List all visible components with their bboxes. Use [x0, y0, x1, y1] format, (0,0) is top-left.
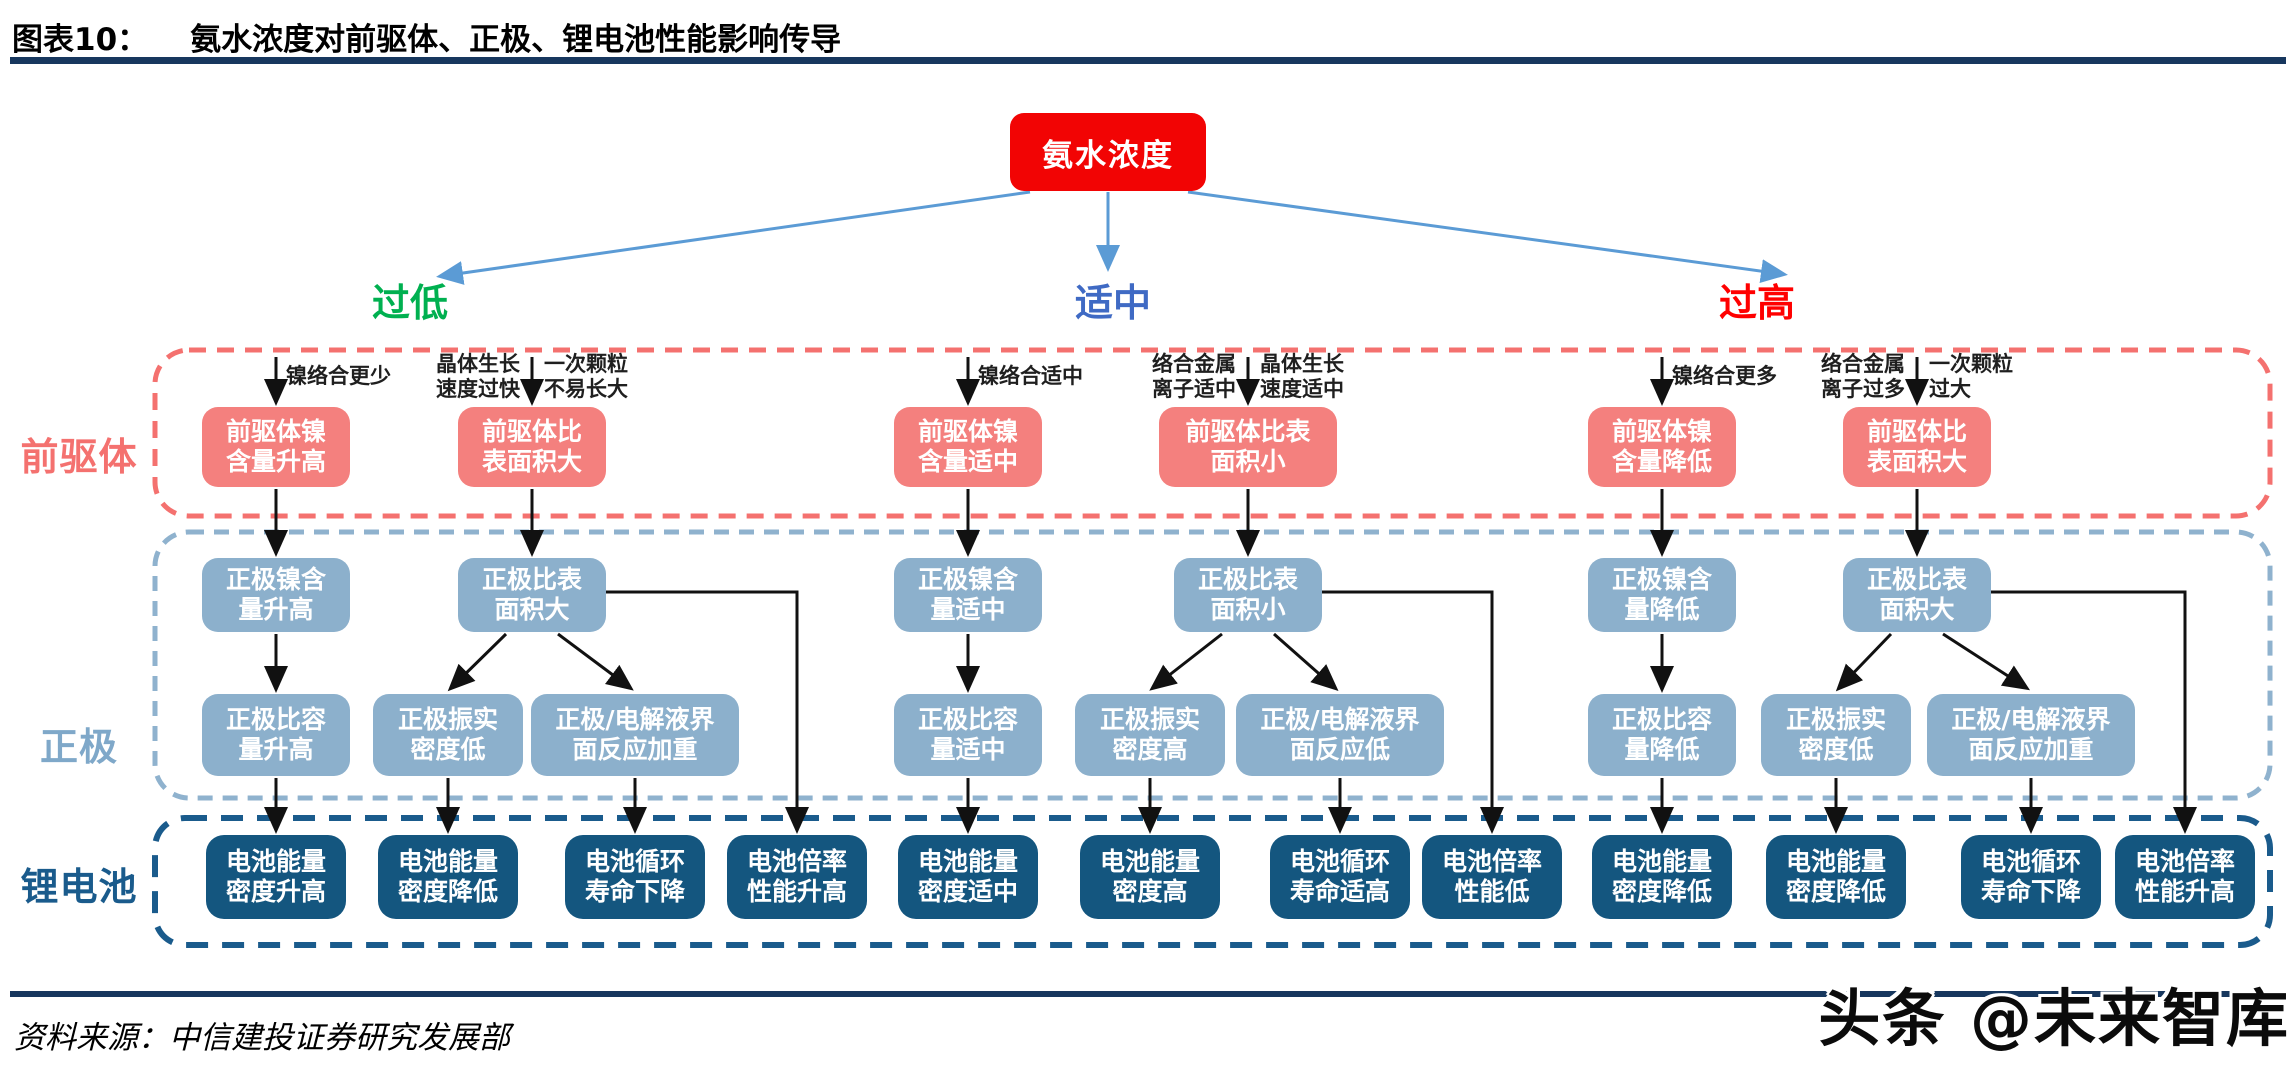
band-label-battery: 锂电池 — [20, 865, 138, 909]
node-g1-bat-4: 电池倍率 性能升高 — [727, 835, 867, 919]
node-g1-pre-b: 前驱体比 表面积大 — [458, 407, 606, 487]
node-g3-pre-b: 前驱体比 表面积大 — [1843, 407, 1991, 487]
node-g1-pre-a: 前驱体镍 含量升高 — [202, 407, 350, 487]
arrow-corner-path — [1322, 590, 1504, 834]
arrow-line — [1942, 632, 2031, 691]
node-g2-bat-4: 电池倍率 性能低 — [1422, 835, 1562, 919]
figure-title: 图表10： 氨水浓度对前驱体、正极、锂电池性能影响传导 — [12, 14, 841, 59]
root-node-ammonia-concentration: 氨水浓度 — [1010, 113, 1206, 191]
flow-arrows — [264, 357, 2197, 834]
branch-label-low: 过低 — [371, 281, 448, 325]
node-g2-cat-b: 正极比表 面积小 — [1174, 558, 1322, 632]
arrow-corner-path — [606, 590, 809, 834]
band-label-precursor: 前驱体 — [20, 435, 138, 479]
root-line-low — [436, 190, 1031, 285]
node-g3-bat-3: 电池循环 寿命下降 — [1961, 835, 2101, 919]
node-g3-cat-b: 正极比表 面积大 — [1843, 558, 1991, 632]
node-g2-bat-2: 电池能量 密度高 — [1080, 835, 1220, 919]
node-g3-cat-b2: 正极/电解液界 面反应加重 — [1927, 694, 2135, 776]
branch-label-high: 过高 — [1718, 281, 1795, 325]
node-g3-cat-a: 正极镍含 量降低 — [1588, 558, 1736, 632]
source-note: 资料来源：中信建投证券研究发展部 — [14, 1020, 510, 1055]
arrow-label-g3-b-left: 络合金属 离子过多 — [1821, 352, 1905, 401]
arrow-label-g1-a: 镍络合更少 — [286, 364, 391, 388]
node-g2-cat-b2: 正极/电解液界 面反应低 — [1236, 694, 1444, 776]
root-line-high — [1187, 190, 1788, 284]
arrow-label-g3-b-right: 一次颗粒 过大 — [1929, 352, 2013, 401]
node-g2-bat-1: 电池能量 密度适中 — [898, 835, 1038, 919]
watermark: 头条 @未来智库 — [1818, 982, 2290, 1055]
node-g3-pre-a: 前驱体镍 含量降低 — [1588, 407, 1736, 487]
node-g3-cat-a2: 正极比容 量降低 — [1588, 694, 1736, 776]
cathode-band-frame — [152, 529, 2273, 801]
title-underline — [10, 57, 2286, 64]
figure-label: 图表10： — [12, 22, 149, 58]
band-label-cathode: 正极 — [39, 725, 118, 769]
node-g1-bat-1: 电池能量 密度升高 — [206, 835, 346, 919]
arrow-corner-path — [1991, 590, 2197, 834]
node-g2-pre-b: 前驱体比表 面积小 — [1159, 407, 1337, 487]
arrow-label-g1-b-left: 晶体生长 速度过快 — [436, 352, 520, 401]
node-g1-cat-a: 正极镍含 量升高 — [202, 558, 350, 632]
root-branch-lines — [436, 190, 1788, 285]
node-g1-cat-a2: 正极比容 量升高 — [202, 694, 350, 776]
node-g3-cat-b1: 正极振实 密度低 — [1761, 694, 1911, 776]
arrow-label-g1-b-right: 一次颗粒 不易长大 — [544, 352, 628, 401]
node-g2-bat-3: 电池循环 寿命适高 — [1270, 835, 1410, 919]
node-g1-bat-2: 电池能量 密度降低 — [378, 835, 518, 919]
figure-title-text: 氨水浓度对前驱体、正极、锂电池性能影响传导 — [190, 22, 842, 58]
node-g2-pre-a: 前驱体镍 含量适中 — [894, 407, 1042, 487]
node-g3-bat-2: 电池能量 密度降低 — [1766, 835, 1906, 919]
arrow-line — [447, 632, 508, 692]
battery-band-frame — [152, 815, 2273, 948]
node-g3-bat-4: 电池倍率 性能升高 — [2115, 835, 2255, 919]
node-g2-cat-b1: 正极振实 密度高 — [1075, 694, 1225, 776]
node-g1-cat-b1: 正极振实 密度低 — [373, 694, 523, 776]
branch-label-medium: 适中 — [1074, 281, 1151, 325]
node-g1-bat-3: 电池循环 寿命下降 — [565, 835, 705, 919]
arrow-label-g2-a: 镍络合适中 — [978, 364, 1083, 388]
arrow-line — [1149, 632, 1223, 691]
node-g1-cat-b2: 正极/电解液界 面反应加重 — [531, 694, 739, 776]
node-g3-bat-1: 电池能量 密度降低 — [1592, 835, 1732, 919]
arrow-label-g3-a: 镍络合更多 — [1672, 364, 1777, 388]
node-g2-cat-a2: 正极比容 量适中 — [894, 694, 1042, 776]
precursor-band-frame — [152, 347, 2273, 519]
node-g2-cat-a: 正极镍含 量适中 — [894, 558, 1042, 632]
footer-rule — [10, 991, 2286, 997]
arrow-line — [557, 632, 634, 691]
arrow-label-g2-b-left: 络合金属 离子适中 — [1152, 352, 1236, 401]
arrow-label-g2-b-right: 晶体生长 速度适中 — [1260, 352, 1344, 401]
arrow-line — [1273, 632, 1339, 691]
arrow-line — [1835, 632, 1893, 692]
node-g1-cat-b: 正极比表 面积大 — [458, 558, 606, 632]
